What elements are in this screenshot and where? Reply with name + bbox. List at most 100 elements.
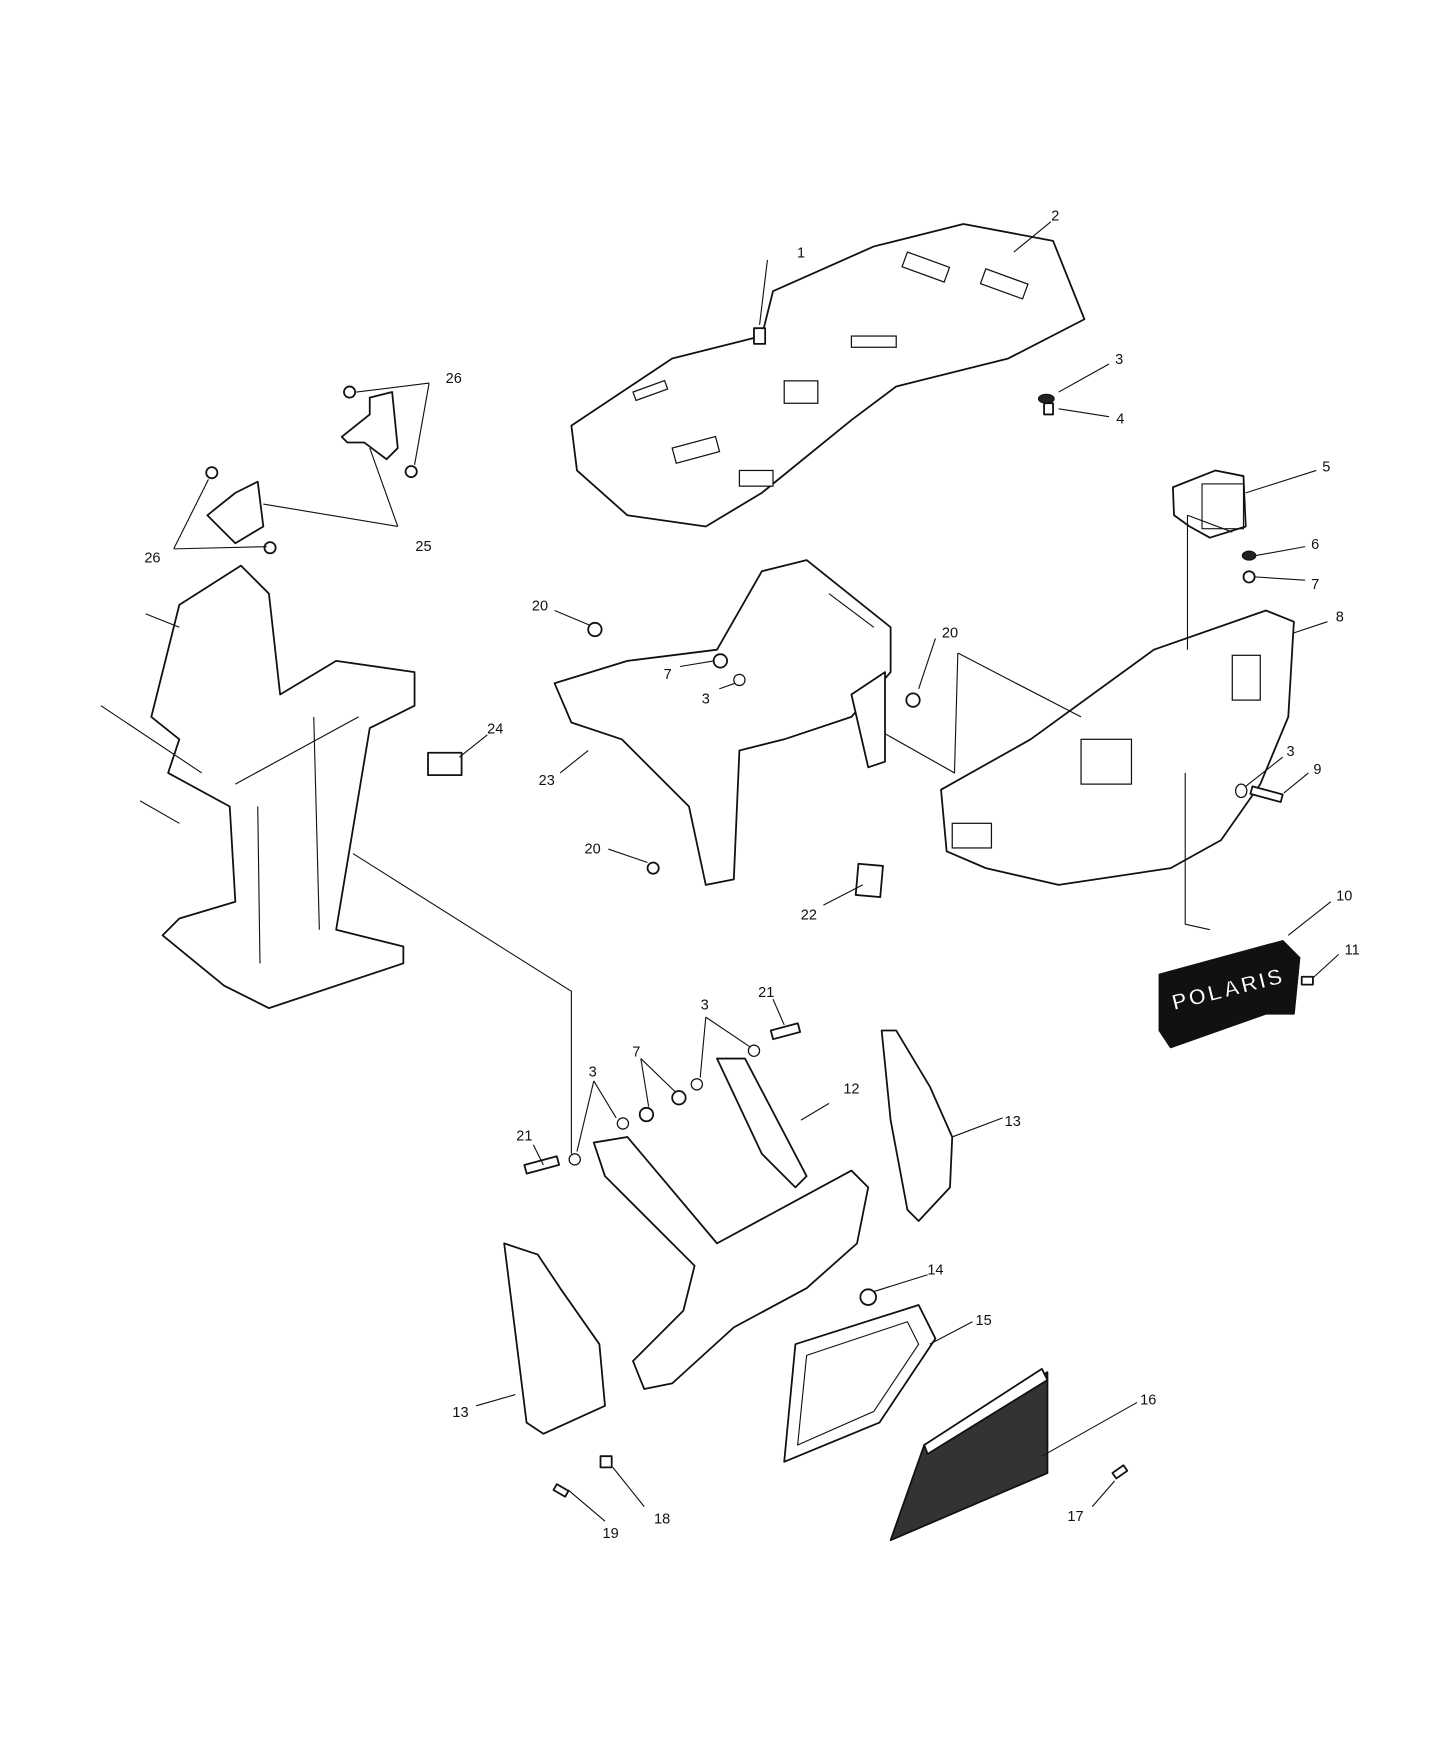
part-frame [100,564,416,1010]
leader-line [369,447,399,527]
leader-line [873,1274,928,1293]
callout-number: 11 [1345,942,1360,958]
callout-number: 21 [516,1128,532,1144]
callout-number: 24 [487,722,503,738]
callout-number: 20 [942,625,958,641]
part-brackets [205,385,418,555]
leader-line [1041,1401,1138,1457]
leader-line [532,1144,544,1166]
callout-number: 20 [532,598,548,614]
leader-line [612,1467,645,1507]
part-mud-guard [889,1367,1049,1542]
callout-number: 3 [1286,744,1294,760]
leader-line [559,750,589,774]
callout-number: 14 [927,1263,943,1279]
leader-line [1058,408,1110,418]
leader-line [459,734,488,758]
part-side-panel-right [880,1029,954,1222]
leader-line [554,609,590,626]
callout-number: 6 [1311,537,1319,553]
callout-labels: 1234262526567820732024233920221011321731… [144,209,1359,1542]
leader-line [414,382,430,465]
part-rack-support [553,559,892,886]
leader-line [823,884,863,906]
part-light [1172,469,1257,584]
callout-number: 3 [701,997,709,1013]
part-fasteners-mid [587,621,921,875]
part-fasteners-right [1235,783,1284,803]
leader-line [1254,576,1306,581]
leader-line [608,848,648,864]
part-side-panel-left [503,1242,606,1435]
leader-line [593,1080,617,1119]
callout-number: 2 [1051,209,1059,225]
callout-number: 9 [1313,762,1321,778]
callout-number: 26 [446,371,462,387]
part-logo-flap: POLARIS [1158,940,1314,1049]
callout-number: 4 [1116,411,1124,427]
leader-line [699,1017,707,1078]
leader-line [1293,621,1328,634]
leader-line [929,1321,973,1345]
leader-line [1287,901,1332,936]
leader-line [759,259,768,325]
part-fasteners-top [753,327,1055,416]
leader-line [640,1058,676,1093]
callout-number: 10 [1336,889,1352,905]
callout-number: 18 [654,1511,670,1527]
callout-number: 3 [589,1064,597,1080]
leader-line [719,682,736,690]
leader-line [952,1117,1003,1138]
leader-line [1245,756,1284,787]
leader-line [1255,546,1306,557]
callout-number: 5 [1322,460,1330,476]
leader-line [263,503,398,528]
callout-number: 13 [1005,1114,1021,1130]
leader-line [476,1394,516,1407]
reference-lines [352,514,1233,1154]
leader-line [640,1058,650,1107]
leader-line [356,382,430,393]
part-nut [859,1288,877,1306]
callout-number: 23 [539,773,555,789]
callout-number: 7 [1311,577,1319,593]
callout-number: 12 [843,1081,859,1097]
callout-number: 13 [452,1405,468,1421]
leader-line [1013,221,1052,253]
leader-line [576,1080,595,1152]
leader-line [1058,363,1110,393]
part-block [427,751,463,777]
callout-number: 7 [632,1044,640,1060]
callout-number: 20 [585,842,601,858]
callout-number: 25 [415,539,431,555]
part-grille [783,1304,937,1463]
part-fasteners-bumper [523,1022,802,1175]
leader-line [1091,1480,1116,1507]
leader-line [173,479,209,550]
callout-number: 8 [1336,610,1344,626]
leader-line [772,998,785,1026]
callout-leaders [173,221,1340,1522]
leader-line [705,1016,751,1048]
callout-number: 22 [801,908,817,924]
part-reflector [854,862,884,899]
leader-line [567,1489,606,1522]
callout-number: 1 [797,246,805,262]
callout-number: 21 [758,985,774,1001]
leader-line [679,660,714,668]
callout-number: 16 [1140,1393,1156,1409]
leader-line [1245,469,1317,494]
leader-line [918,638,936,690]
leader-line [1312,953,1340,979]
leader-line [800,1102,830,1121]
callout-number: 19 [602,1526,618,1542]
part-front-fascia [940,609,1295,886]
part-rear-rack [570,223,1086,528]
callout-number: 15 [976,1313,992,1329]
callout-number: 3 [1115,352,1123,368]
leader-line [1283,772,1309,794]
part-screws [552,1455,1129,1498]
callout-number: 17 [1067,1509,1083,1525]
